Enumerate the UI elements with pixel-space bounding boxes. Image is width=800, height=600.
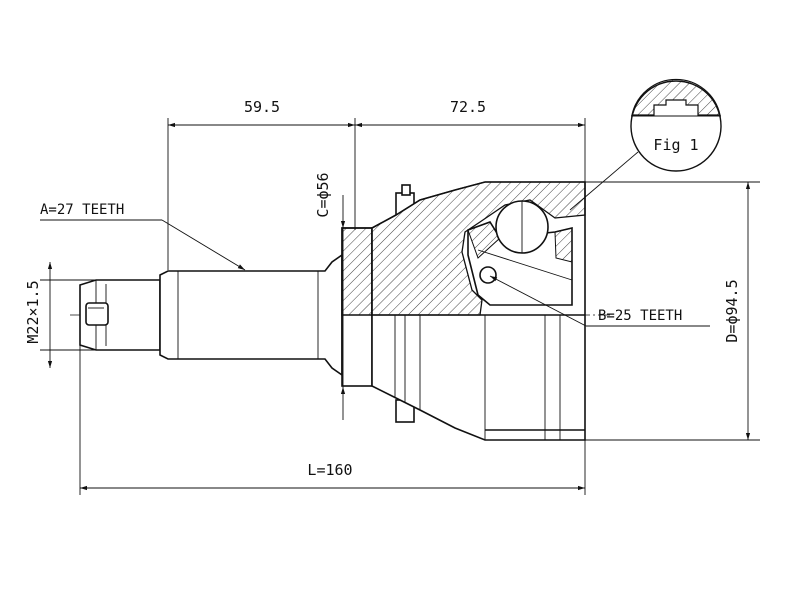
label-outer-spline: A=27 TEETH	[40, 202, 246, 271]
fig-1-callout: Fig 1	[569, 78, 722, 211]
dim-thread: M22×1.5	[24, 262, 96, 368]
total-length-value: L=160	[307, 461, 352, 479]
dim-total-length: L=160	[79, 345, 586, 495]
outer-diameter-value: D=ϕ94.5	[723, 279, 741, 342]
fig-1-label: Fig 1	[653, 136, 698, 154]
shaft	[159, 253, 343, 377]
outer-spline-label: A=27 TEETH	[40, 202, 124, 218]
label-inner-spline: B=25 TEETH	[489, 275, 710, 327]
seal-diameter-value: C=ϕ56	[314, 172, 332, 217]
bell-length-value: 72.5	[450, 98, 486, 116]
dim-bell-length: 72.5	[355, 98, 586, 182]
shaft-length-value: 59.5	[244, 98, 280, 116]
threaded-end	[79, 279, 161, 351]
dim-shaft-length: 59.5	[167, 98, 356, 270]
thread-value: M22×1.5	[24, 280, 42, 343]
dim-outer-diameter: D=ϕ94.5	[585, 181, 760, 441]
dim-seal-diameter: C=ϕ56	[314, 172, 346, 420]
bell-housing	[371, 181, 586, 441]
inner-spline-label: B=25 TEETH	[598, 308, 682, 324]
seal-collar	[341, 227, 373, 387]
inner-race	[467, 200, 573, 306]
